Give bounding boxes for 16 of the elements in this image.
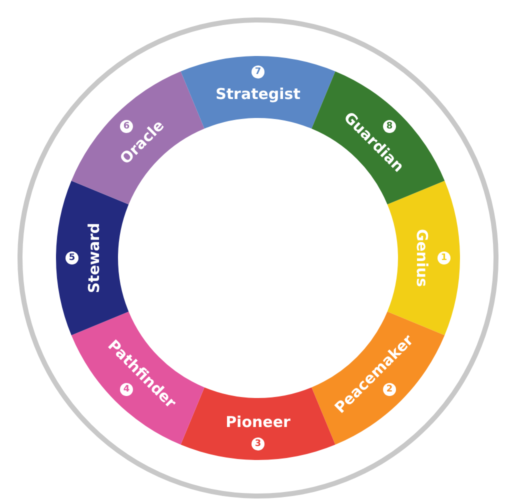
wheel-segment	[312, 71, 445, 204]
number-badge: 7	[252, 66, 264, 78]
number-badge: 1	[438, 252, 450, 264]
wheel-segment	[180, 387, 336, 460]
wheel-segment	[71, 312, 204, 445]
wheel-segment	[71, 71, 204, 204]
segment-label: Strategist	[216, 85, 300, 103]
number-badge: 3	[252, 438, 264, 450]
number-badge: 5	[66, 252, 78, 264]
wheel-segment	[387, 180, 460, 336]
wheel-segment	[180, 56, 336, 129]
wheel-segment	[312, 312, 445, 445]
segment-label: Steward	[85, 222, 103, 294]
wheel-segment	[56, 180, 129, 336]
segment-label: Pioneer	[226, 413, 290, 431]
segment-label: Genius	[413, 229, 431, 287]
